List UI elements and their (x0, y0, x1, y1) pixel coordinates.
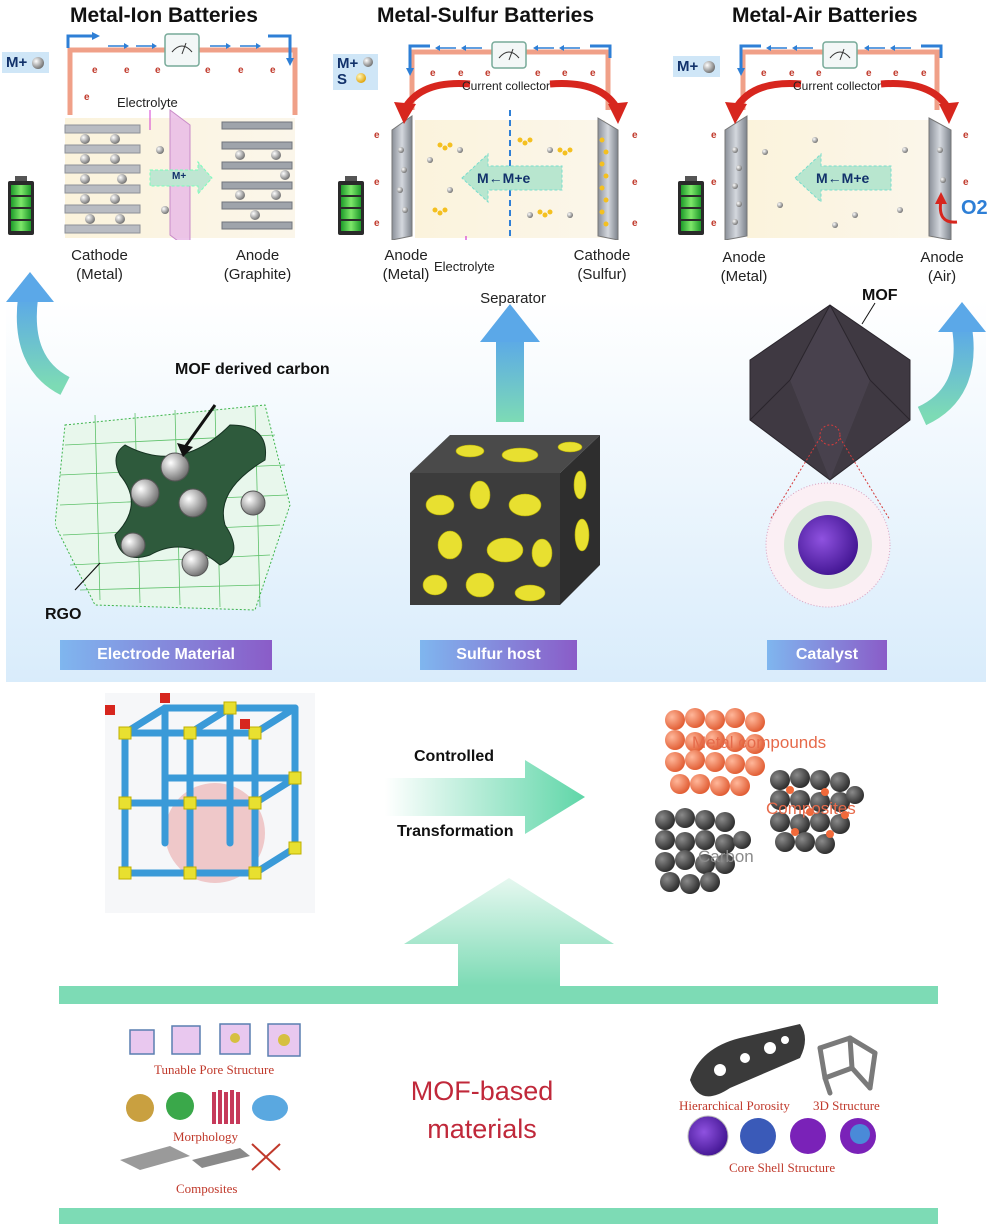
transformation-label: Transformation (397, 823, 514, 840)
teal-bar-bottom (59, 1208, 938, 1224)
composites-label: Composites (176, 1181, 238, 1196)
air-current-collector-label: Current collector (793, 79, 882, 93)
sulfur-anode-label: Anode(Metal) (382, 247, 430, 283)
air-reaction-label: M←M+e (816, 170, 870, 186)
ion-badge: M+ (2, 52, 50, 73)
svg-text:e: e (921, 68, 927, 79)
ion-cathode-label: Cathode(Metal) (71, 247, 128, 283)
svg-text:e: e (711, 177, 717, 188)
3d-structure-label: 3D Structure (813, 1098, 880, 1113)
svg-text:e: e (374, 218, 380, 229)
svg-text:e: e (535, 68, 541, 79)
right-properties-illustration (687, 1024, 878, 1157)
metal-sulfur-cell: e e e e e e e e e e e e (374, 41, 638, 240)
svg-text:e: e (590, 68, 596, 79)
air-anode-metal-label: Anode(Metal) (720, 249, 768, 285)
pill-electrode-material: Electrode Material (60, 640, 272, 670)
sulfur-reaction-label: M←M+e (477, 170, 531, 186)
composites-overlay-label: Composites (766, 799, 856, 818)
svg-text:e: e (963, 130, 969, 141)
sulfur-separator-label: Separator (480, 290, 546, 307)
metal-air-cell: e e e e e e e e e e e (711, 41, 969, 240)
big-up-arrow (404, 878, 614, 986)
title-metal-sulfur: Metal-Sulfur Batteries (377, 4, 595, 27)
svg-text:e: e (374, 177, 380, 188)
svg-text:e: e (84, 92, 90, 103)
metal-ion-cell: e e e e e e e (64, 32, 298, 240)
ion-battery-icon (8, 176, 34, 235)
controlled-label: Controlled (414, 748, 494, 765)
svg-text:e: e (458, 68, 464, 79)
svg-text:e: e (155, 65, 161, 76)
title-metal-air: Metal-Air Batteries (732, 4, 918, 27)
rgo-label: RGO (45, 606, 82, 623)
svg-text:e: e (632, 130, 638, 141)
svg-text:e: e (893, 68, 899, 79)
air-battery-icon (678, 176, 704, 235)
hierarchical-porosity-label: Hierarchical Porosity (679, 1098, 790, 1113)
mof-framework-illustration (105, 693, 315, 913)
svg-text:e: e (711, 218, 717, 229)
svg-text:e: e (124, 65, 130, 76)
morphology-label: Morphology (173, 1129, 238, 1144)
straight-arrow-up (480, 304, 540, 422)
pill-sulfur-host: Sulfur host (420, 640, 577, 670)
mof-catalyst-illustration (749, 302, 911, 608)
tunable-pore-label: Tunable Pore Structure (154, 1062, 275, 1077)
svg-text:e: e (866, 68, 872, 79)
sulfur-battery-icon (338, 176, 364, 235)
sulfur-host-cube (410, 435, 600, 605)
teal-bar-top (59, 986, 938, 1004)
svg-text:e: e (205, 65, 211, 76)
sulfur-electrolyte-label: Electrolyte (434, 259, 495, 274)
electrode-material-illustration (55, 404, 291, 611)
title-metal-ion: Metal-Ion Batteries (70, 4, 258, 27)
svg-text:e: e (711, 130, 717, 141)
sulfur-badge: M+ S (333, 54, 379, 90)
svg-text:e: e (92, 65, 98, 76)
oxygen-label: O2 (961, 197, 988, 219)
air-badge: M+ (673, 56, 721, 77)
svg-text:e: e (485, 68, 491, 79)
ion-arrow-label: M+ (172, 171, 187, 182)
svg-text:e: e (816, 68, 822, 79)
controlled-transformation-arrow (385, 760, 585, 834)
ion-anode-label: Anode(Graphite) (223, 247, 292, 283)
svg-text:e: e (238, 65, 244, 76)
mof-label: MOF (862, 287, 898, 304)
svg-text:e: e (789, 68, 795, 79)
svg-text:e: e (374, 130, 380, 141)
sulfur-cathode-label: Cathode(Sulfur) (573, 247, 631, 283)
left-properties-illustration (120, 1023, 301, 1171)
svg-text:e: e (632, 177, 638, 188)
svg-text:e: e (963, 177, 969, 188)
svg-text:e: e (270, 65, 276, 76)
carbon-label: Carbon (698, 847, 754, 866)
ion-electrolyte-label: Electrolyte (117, 95, 178, 110)
curved-arrow-right (917, 302, 986, 426)
mof-derived-carbon-label: MOF derived carbon (175, 361, 330, 378)
pill-catalyst: Catalyst (767, 640, 887, 670)
derived-materials-illustration (650, 700, 880, 895)
svg-text:e: e (562, 68, 568, 79)
air-anode-air-label: Anode(Air) (920, 249, 964, 285)
svg-text:e: e (632, 218, 638, 229)
svg-text:e: e (430, 68, 436, 79)
metal-compounds-label: Metal compounds (692, 733, 827, 752)
sulfur-current-collector-label: Current collector (462, 79, 551, 93)
curved-arrow-left (6, 272, 70, 395)
svg-text:e: e (761, 68, 767, 79)
core-shell-label: Core Shell Structure (729, 1160, 836, 1175)
